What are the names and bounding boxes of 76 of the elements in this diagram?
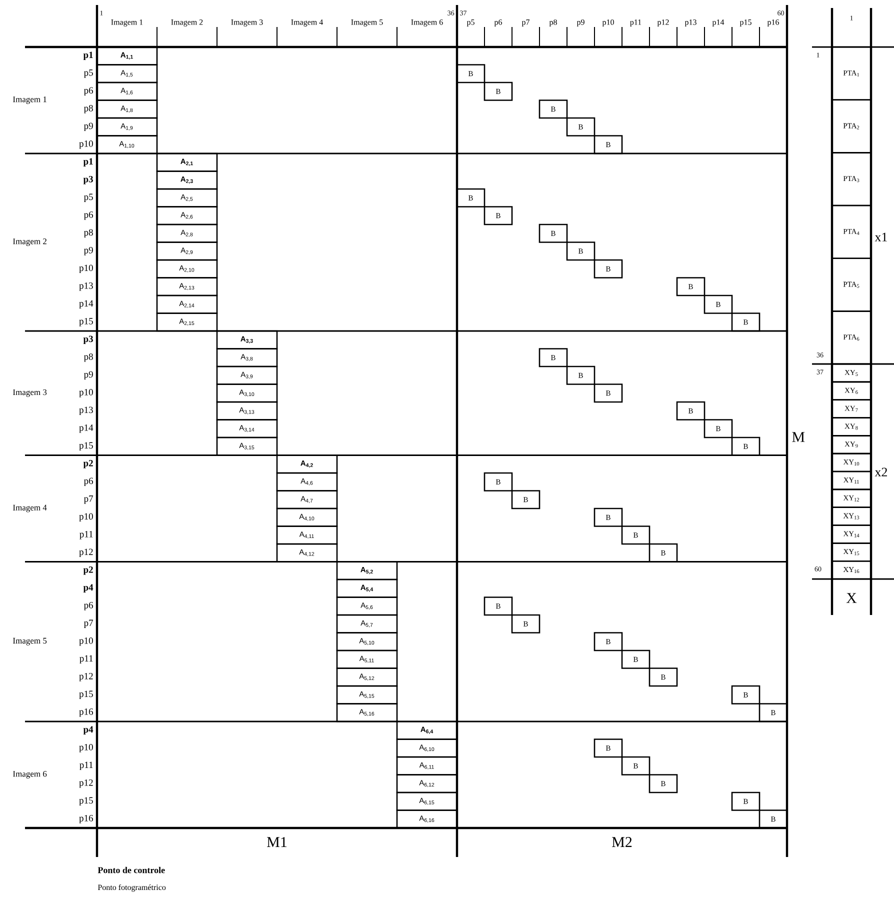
column-header: p11 — [630, 20, 642, 26]
row-label: p9 — [84, 122, 93, 132]
row-label: p10 — [79, 140, 93, 149]
row-label: p9 — [84, 246, 93, 256]
row-label: p8 — [84, 229, 93, 238]
column-header: Imagem 6 — [411, 19, 443, 26]
row-label: p5 — [84, 70, 93, 78]
row-label: p4 — [83, 726, 94, 735]
vector-label: X — [846, 593, 857, 603]
column-header: p14 — [712, 20, 724, 26]
column-header: Imagem 4 — [291, 20, 323, 26]
row-label: Imagem 6 — [13, 771, 47, 778]
matrix-label: M2 — [612, 837, 632, 847]
row-label: p6 — [84, 211, 94, 220]
row-label: p7 — [84, 496, 94, 504]
row-label: p6 — [84, 87, 94, 96]
column-header: p7 — [522, 20, 530, 26]
row-label: p15 — [79, 690, 93, 700]
row-label: p16 — [79, 814, 94, 824]
row-label: p1 — [83, 52, 93, 60]
row-label: p8 — [84, 353, 93, 362]
row-label: Imagem 4 — [13, 504, 47, 512]
row-label: p16 — [79, 708, 94, 717]
row-label: p10 — [79, 388, 93, 398]
row-label: p15 — [79, 797, 93, 806]
row-label: Imagem 5 — [13, 638, 47, 646]
column-header: p16 — [767, 20, 780, 26]
column-header: p15 — [740, 20, 752, 26]
column-header: Imagem 5 — [351, 20, 383, 26]
row-label: Imagem 3 — [13, 389, 47, 397]
row-label: p9 — [84, 371, 93, 380]
legend-text: Ponto de controle — [98, 866, 165, 874]
column-header: p9 — [576, 20, 584, 26]
row-label: p3 — [83, 336, 93, 344]
row-label: p11 — [80, 655, 93, 664]
row-label: p7 — [84, 620, 94, 628]
row-label: p5 — [84, 194, 93, 202]
row-label: p4 — [83, 584, 94, 593]
row-label: p11 — [80, 530, 93, 540]
row-label: p12 — [79, 672, 93, 682]
row-label: p8 — [84, 104, 93, 114]
row-label: Imagem 2 — [13, 238, 46, 246]
column-header: p13 — [684, 20, 696, 26]
row-label: p14 — [79, 424, 94, 433]
matrix-label: M1 — [267, 837, 287, 847]
vector-label: x1 — [874, 232, 887, 242]
column-header: Imagem 1 — [111, 20, 143, 26]
row-label: p2 — [83, 460, 93, 468]
row-label: p10 — [79, 513, 93, 522]
column-header: p12 — [657, 20, 669, 26]
column-header: p5 — [466, 20, 474, 26]
row-label: p6 — [84, 478, 94, 486]
vector-label: x2 — [874, 468, 887, 476]
row-label: p13 — [79, 406, 93, 416]
row-label: Imagem 1 — [13, 96, 46, 104]
row-label: p11 — [80, 762, 93, 770]
row-label: p2 — [83, 566, 93, 575]
column-header: p8 — [549, 20, 557, 27]
row-label: p13 — [79, 282, 93, 291]
row-label: p10 — [79, 744, 93, 752]
column-header: Imagem 2 — [171, 19, 203, 26]
legend-text: Ponto fotogramétrico — [98, 884, 166, 892]
row-label: p15 — [79, 318, 93, 326]
row-label: p14 — [79, 300, 94, 309]
column-header: p10 — [602, 20, 614, 27]
row-label: p12 — [79, 548, 93, 558]
row-label: p15 — [79, 442, 93, 451]
row-label: p10 — [79, 637, 93, 646]
row-label: p1 — [83, 158, 93, 167]
column-header: p6 — [494, 20, 502, 26]
row-label: p3 — [83, 176, 93, 184]
row-label: p12 — [79, 779, 93, 788]
column-header: Imagem 3 — [231, 19, 263, 26]
row-label: p10 — [79, 264, 93, 274]
matrix-label: M — [792, 432, 805, 442]
row-label: p6 — [84, 602, 94, 610]
